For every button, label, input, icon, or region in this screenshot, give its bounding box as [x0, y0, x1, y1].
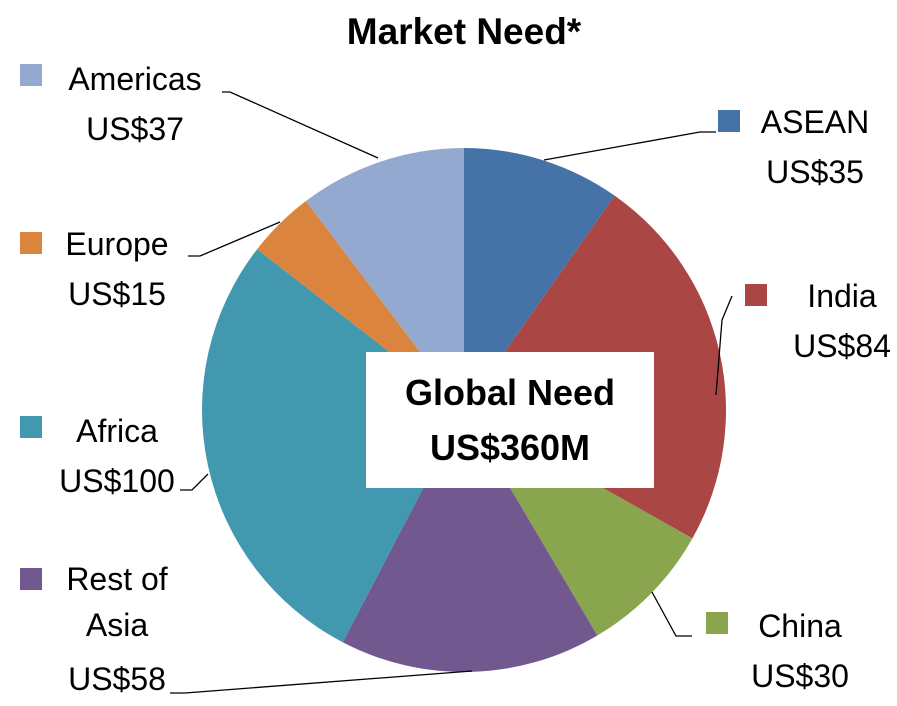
center-label-line2: US$360M: [430, 427, 590, 468]
slice-label-value-americas: US$37: [86, 111, 184, 147]
center-label-box: [366, 352, 654, 488]
pie-slice-asean: [464, 148, 615, 410]
legend-swatch-india: [745, 284, 767, 306]
leader-line-china: [651, 591, 692, 637]
slice-label-value-europe: US$15: [68, 276, 166, 312]
legend-swatch-china: [706, 612, 728, 634]
slice-label-name-africa: Africa: [76, 413, 158, 449]
slice-label-name-china: China: [758, 608, 842, 644]
leader-line-africa: [180, 473, 209, 491]
leader-line-americas: [222, 91, 379, 159]
legend-swatch-africa: [20, 416, 42, 438]
leader-line-india: [715, 295, 733, 396]
leader-lines: [170, 91, 733, 694]
slice-label-value-india: US$84: [793, 328, 891, 364]
chart-title: Market Need*: [347, 11, 582, 52]
leader-line-asean: [543, 131, 716, 161]
slice-label-name-india: India: [807, 278, 877, 314]
slice-label-value-china: US$30: [751, 658, 849, 694]
legend-swatch-rest-of-asia: [20, 568, 42, 590]
slice-label-name-asean: ASEAN: [761, 104, 869, 140]
pie-slice-rest-of-asia: [342, 410, 598, 672]
slice-label-value-rest-of-asia: US$58: [68, 661, 166, 697]
slice-label-name-americas: Americas: [68, 61, 201, 97]
legend-swatch-americas: [20, 64, 42, 86]
legend-swatch-europe: [20, 232, 42, 254]
leader-line-rest-of-asia: [170, 670, 473, 694]
pie-slice-americas: [305, 148, 464, 410]
leader-line-europe: [188, 221, 281, 257]
pie-slice-africa: [201, 249, 464, 643]
slice-label-name-europe: Europe: [65, 226, 168, 262]
center-label-line1: Global Need: [405, 372, 615, 413]
legend-swatch-asean: [718, 110, 740, 132]
slice-label-value-africa: US$100: [59, 463, 175, 499]
slice-label-value-asean: US$35: [766, 154, 864, 190]
